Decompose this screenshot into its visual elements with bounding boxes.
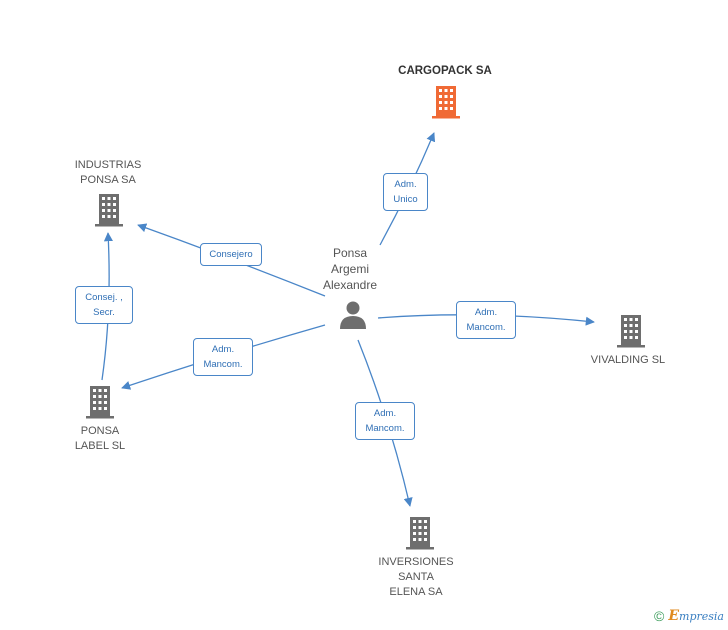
company-label-cargopack[interactable]: CARGOPACK SA [398, 65, 492, 77]
company-label-industrias[interactable]: INDUSTRIAS PONSA SA [74, 159, 142, 186]
building-icon [95, 194, 123, 227]
edge-label-industrias: Consejero [200, 243, 262, 266]
edge-label-cargopack: Adm. Unico [383, 173, 428, 211]
edge-label-ponsa-label: Adm. Mancom. [193, 338, 253, 376]
copyright-symbol: © [654, 608, 665, 624]
edge-label-label-to-industrias: Consej. , Secr. [75, 286, 133, 324]
edge-label-inversiones: Adm. Mancom. [355, 402, 415, 440]
building-icon [617, 315, 645, 348]
building-icon [86, 386, 114, 419]
footer-brand: © Empresia [654, 608, 724, 624]
building-icon [406, 517, 434, 550]
company-label-inversiones[interactable]: INVERSIONES SANTA ELENA SA [378, 556, 454, 598]
company-label-vivalding[interactable]: VIVALDING SL [590, 354, 666, 366]
person-icon [340, 301, 366, 329]
person-label[interactable]: Ponsa Argemi Alexandre [322, 246, 378, 292]
company-label-ponsa-label[interactable]: PONSA LABEL SL [74, 425, 126, 452]
empresia-logo[interactable]: Empresia [668, 608, 724, 624]
edge-label-vivalding: Adm. Mancom. [456, 301, 516, 339]
building-icon [432, 86, 460, 119]
